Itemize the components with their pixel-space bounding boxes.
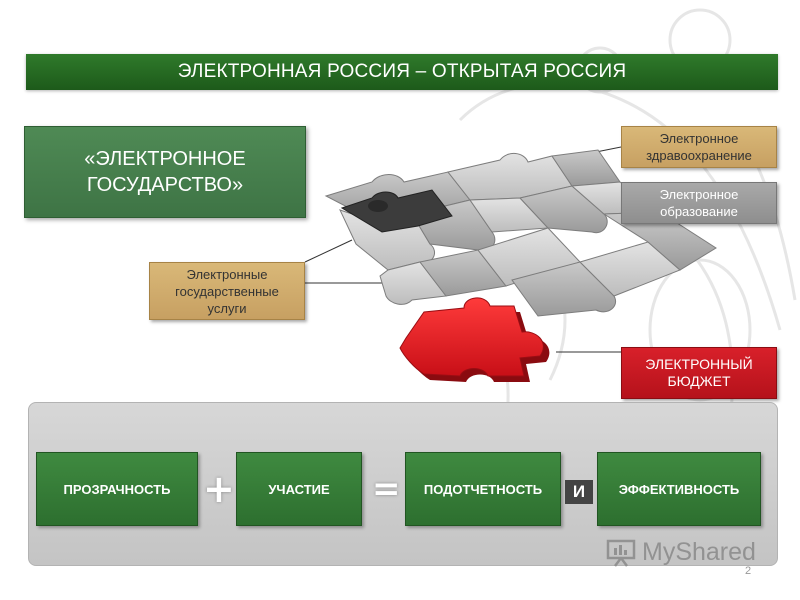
page-number: 2	[745, 565, 752, 577]
term-accountability-label: ПОДОТЧЕТНОСТЬ	[423, 481, 543, 497]
term-participation: УЧАСТИЕ	[236, 452, 362, 526]
tag-e-education: Электронное образование	[621, 182, 777, 224]
tag-e-gov-services-label: Электронные государственные услуги	[175, 266, 279, 316]
page-title: ЭЛЕКТРОННАЯ РОССИЯ – ОТКРЫТАЯ РОССИЯ	[177, 61, 627, 82]
term-participation-label: УЧАСТИЕ	[268, 481, 330, 497]
conjunction-and: И	[565, 480, 593, 504]
tag-e-education-label: Электронное образование	[659, 187, 739, 219]
title-bar: ЭЛЕКТРОННАЯ РОССИЯ – ОТКРЫТАЯ РОССИЯ	[26, 54, 778, 90]
term-transparency: ПРОЗРАЧНОСТЬ	[36, 452, 198, 526]
myshared-watermark: MyShared	[606, 538, 756, 567]
tag-e-budget-label: ЭЛЕКТРОННЫЙ БЮДЖЕТ	[645, 356, 753, 389]
e-government-box: «ЭЛЕКТРОННОЕ ГОСУДАРСТВО»	[24, 126, 306, 218]
term-efficiency: ЭФФЕКТИВНОСТЬ	[597, 452, 761, 526]
term-efficiency-label: ЭФФЕКТИВНОСТЬ	[618, 481, 740, 497]
tag-e-healthcare: Электронное здравоохранение	[621, 126, 777, 168]
term-transparency-label: ПРОЗРАЧНОСТЬ	[63, 481, 171, 497]
equals-sign: =	[372, 469, 401, 509]
tag-e-healthcare-label: Электронное здравоохранение	[646, 131, 752, 163]
plus-sign: +	[203, 467, 235, 511]
e-government-label: «ЭЛЕКТРОННОЕ ГОСУДАРСТВО»	[84, 148, 246, 196]
myshared-text: MyShared	[642, 538, 756, 566]
connector-gosuslugi-1	[304, 239, 353, 263]
tag-e-budget: ЭЛЕКТРОННЫЙ БЮДЖЕТ	[621, 347, 777, 399]
myshared-logo-icon	[606, 539, 636, 567]
tag-e-gov-services: Электронные государственные услуги	[149, 262, 305, 320]
term-accountability: ПОДОТЧЕТНОСТЬ	[405, 452, 561, 526]
